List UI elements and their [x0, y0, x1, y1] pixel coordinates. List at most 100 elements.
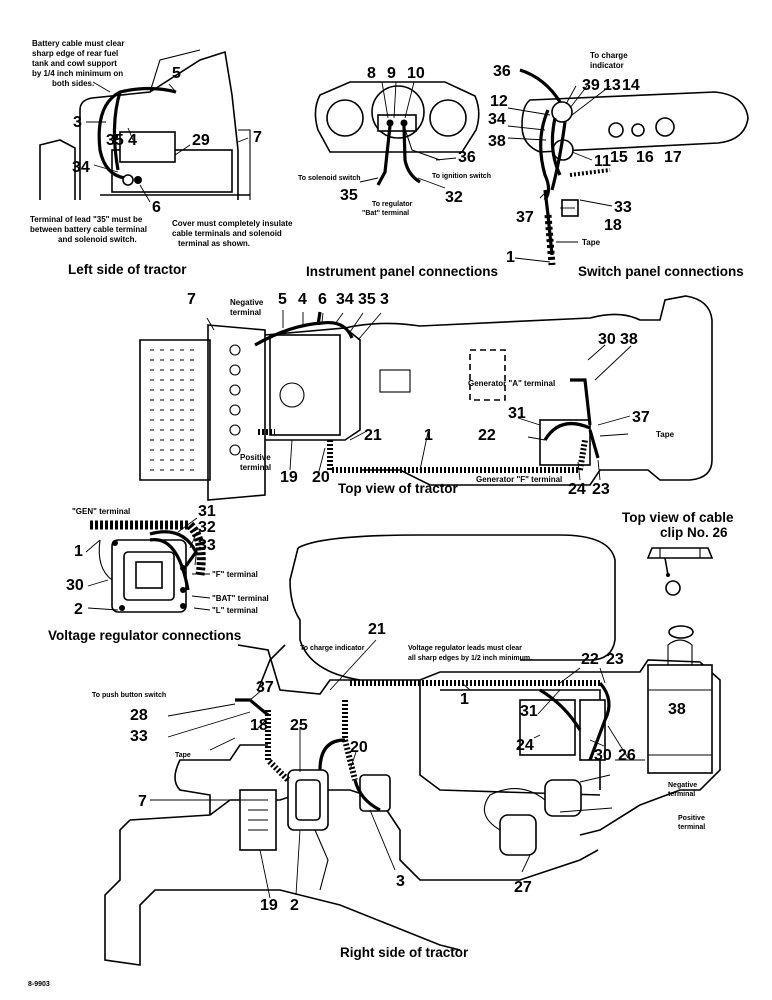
- caption-instrument-panel: Instrument panel connections: [306, 264, 498, 279]
- callout-5: 5: [278, 291, 287, 308]
- callout-1: 1: [506, 249, 515, 266]
- to-regulator-label: To regulator "Bat" terminal: [362, 201, 414, 217]
- callout-30: 30: [66, 577, 84, 594]
- to-push-button-label: To push button switch: [92, 692, 166, 699]
- callout-26: 26: [618, 747, 636, 764]
- callout-12: 12: [490, 93, 508, 110]
- callout-3: 3: [396, 873, 405, 890]
- bat-terminal-label: "BAT" terminal: [212, 594, 269, 603]
- callout-33: 33: [198, 537, 216, 554]
- callout-31: 31: [198, 503, 216, 520]
- callout-7: 7: [138, 793, 147, 810]
- negative-terminal-top: Negative terminal: [230, 298, 266, 317]
- callout-34: 34: [72, 159, 90, 176]
- caption-top-view: Top view of tractor: [338, 481, 459, 496]
- figure-id: 8-9903: [28, 981, 50, 988]
- callout-11: 11: [594, 153, 611, 170]
- caption-switch-panel: Switch panel connections: [578, 264, 744, 279]
- callout-7: 7: [253, 129, 262, 146]
- callout-37: 37: [516, 209, 534, 226]
- callout-1: 1: [424, 427, 433, 444]
- callout-32: 32: [445, 189, 463, 206]
- callout-27: 27: [514, 879, 532, 896]
- callout-33: 33: [614, 199, 632, 216]
- callout-5: 5: [172, 65, 181, 82]
- instrument-panel-view: 8 9 10 36 35 32 To solenoid switch To re…: [298, 65, 498, 279]
- callout-31: 31: [508, 405, 526, 422]
- callout-37: 37: [632, 409, 650, 426]
- callout-16: 16: [636, 149, 654, 166]
- terminal-lead-note: Terminal of lead "35" must be between ba…: [30, 215, 149, 244]
- callout-24: 24: [516, 737, 534, 754]
- generator-a-label: Generator "A" terminal: [468, 379, 555, 388]
- callout-23: 23: [592, 481, 610, 498]
- regulator-leads-note: Voltage regulator leads must clear all s…: [408, 645, 532, 662]
- callout-38: 38: [668, 701, 686, 718]
- positive-terminal-right: Positive terminal: [678, 815, 707, 831]
- callout-32: 32: [198, 519, 216, 536]
- caption-right-side: Right side of tractor: [340, 945, 469, 960]
- tape-label-right: Tape: [175, 752, 191, 759]
- callout-37: 37: [256, 679, 274, 696]
- callout-33: 33: [130, 728, 148, 745]
- caption-cable-clip: Top view of cable clip No. 26: [622, 510, 737, 540]
- to-ignition-label: To ignition switch: [432, 173, 491, 180]
- callout-8: 8: [367, 65, 376, 82]
- cover-note: Cover must completely insulate cable ter…: [172, 219, 295, 248]
- callout-1: 1: [460, 691, 469, 708]
- callout-6: 6: [318, 291, 327, 308]
- caption-voltage-regulator: Voltage regulator connections: [48, 628, 241, 643]
- callout-19: 19: [280, 469, 298, 486]
- callout-38: 38: [488, 133, 506, 150]
- callout-20: 20: [312, 469, 330, 486]
- callout-10: 10: [407, 65, 425, 82]
- negative-terminal-right: Negative terminal: [668, 782, 699, 798]
- callout-3: 3: [380, 291, 389, 308]
- callout-4: 4: [298, 291, 307, 308]
- callout-3: 3: [73, 114, 82, 131]
- f-terminal-label: "F" terminal: [212, 570, 258, 579]
- callout-28: 28: [130, 707, 148, 724]
- callout-18: 18: [604, 217, 622, 234]
- battery-cable-note: Battery cable must clear sharp edge of r…: [32, 39, 127, 88]
- callout-24: 24: [568, 481, 586, 498]
- callout-35: 35: [358, 291, 376, 308]
- callout-22: 22: [478, 427, 496, 444]
- callout-36: 36: [493, 63, 511, 80]
- callout-6: 6: [152, 199, 161, 216]
- callout-2: 2: [290, 897, 299, 914]
- callout-30: 30: [594, 747, 612, 764]
- caption-left-side: Left side of tractor: [68, 262, 187, 277]
- callout-1: 1: [74, 543, 83, 560]
- callout-4: 4: [128, 132, 137, 149]
- callout-25: 25: [290, 717, 308, 734]
- right-side-view: 21 22 23 37 28 18 25 20 33 31 38 1 24 30…: [28, 534, 721, 988]
- callout-18: 18: [250, 717, 268, 734]
- callout-22: 22: [581, 651, 599, 668]
- callout-35: 35: [106, 132, 124, 149]
- callout-39: 39: [582, 77, 600, 94]
- callout-34: 34: [488, 111, 506, 128]
- callout-2: 2: [74, 601, 83, 618]
- callout-14: 14: [622, 77, 640, 94]
- callout-35: 35: [340, 187, 358, 204]
- callout-17: 17: [664, 149, 682, 166]
- callout-19: 19: [260, 897, 278, 914]
- to-solenoid-label: To solenoid switch: [298, 175, 360, 182]
- callout-9: 9: [387, 65, 396, 82]
- positive-terminal-top: Positive terminal: [240, 453, 273, 472]
- gen-terminal-label: "GEN" terminal: [72, 507, 130, 516]
- tape-label-switch: Tape: [582, 238, 601, 247]
- l-terminal-label: "L" terminal: [212, 606, 258, 615]
- switch-panel-view: 36 39 13 14 12 34 38 11 15 16 17 33 37 1…: [488, 51, 749, 279]
- top-view: 7 5 4 6 34 35 3 30 38 31 22 37 21 1 19 2…: [139, 291, 713, 501]
- callout-13: 13: [603, 77, 621, 94]
- callout-36: 36: [458, 149, 476, 166]
- callout-38: 38: [620, 331, 638, 348]
- callout-29: 29: [192, 132, 210, 149]
- to-charge-indicator-label: To charge indicator: [300, 645, 365, 652]
- to-charge-indicator-top: To charge indicator: [590, 51, 630, 70]
- tape-label-top: Tape: [656, 430, 675, 439]
- callout-23: 23: [606, 651, 624, 668]
